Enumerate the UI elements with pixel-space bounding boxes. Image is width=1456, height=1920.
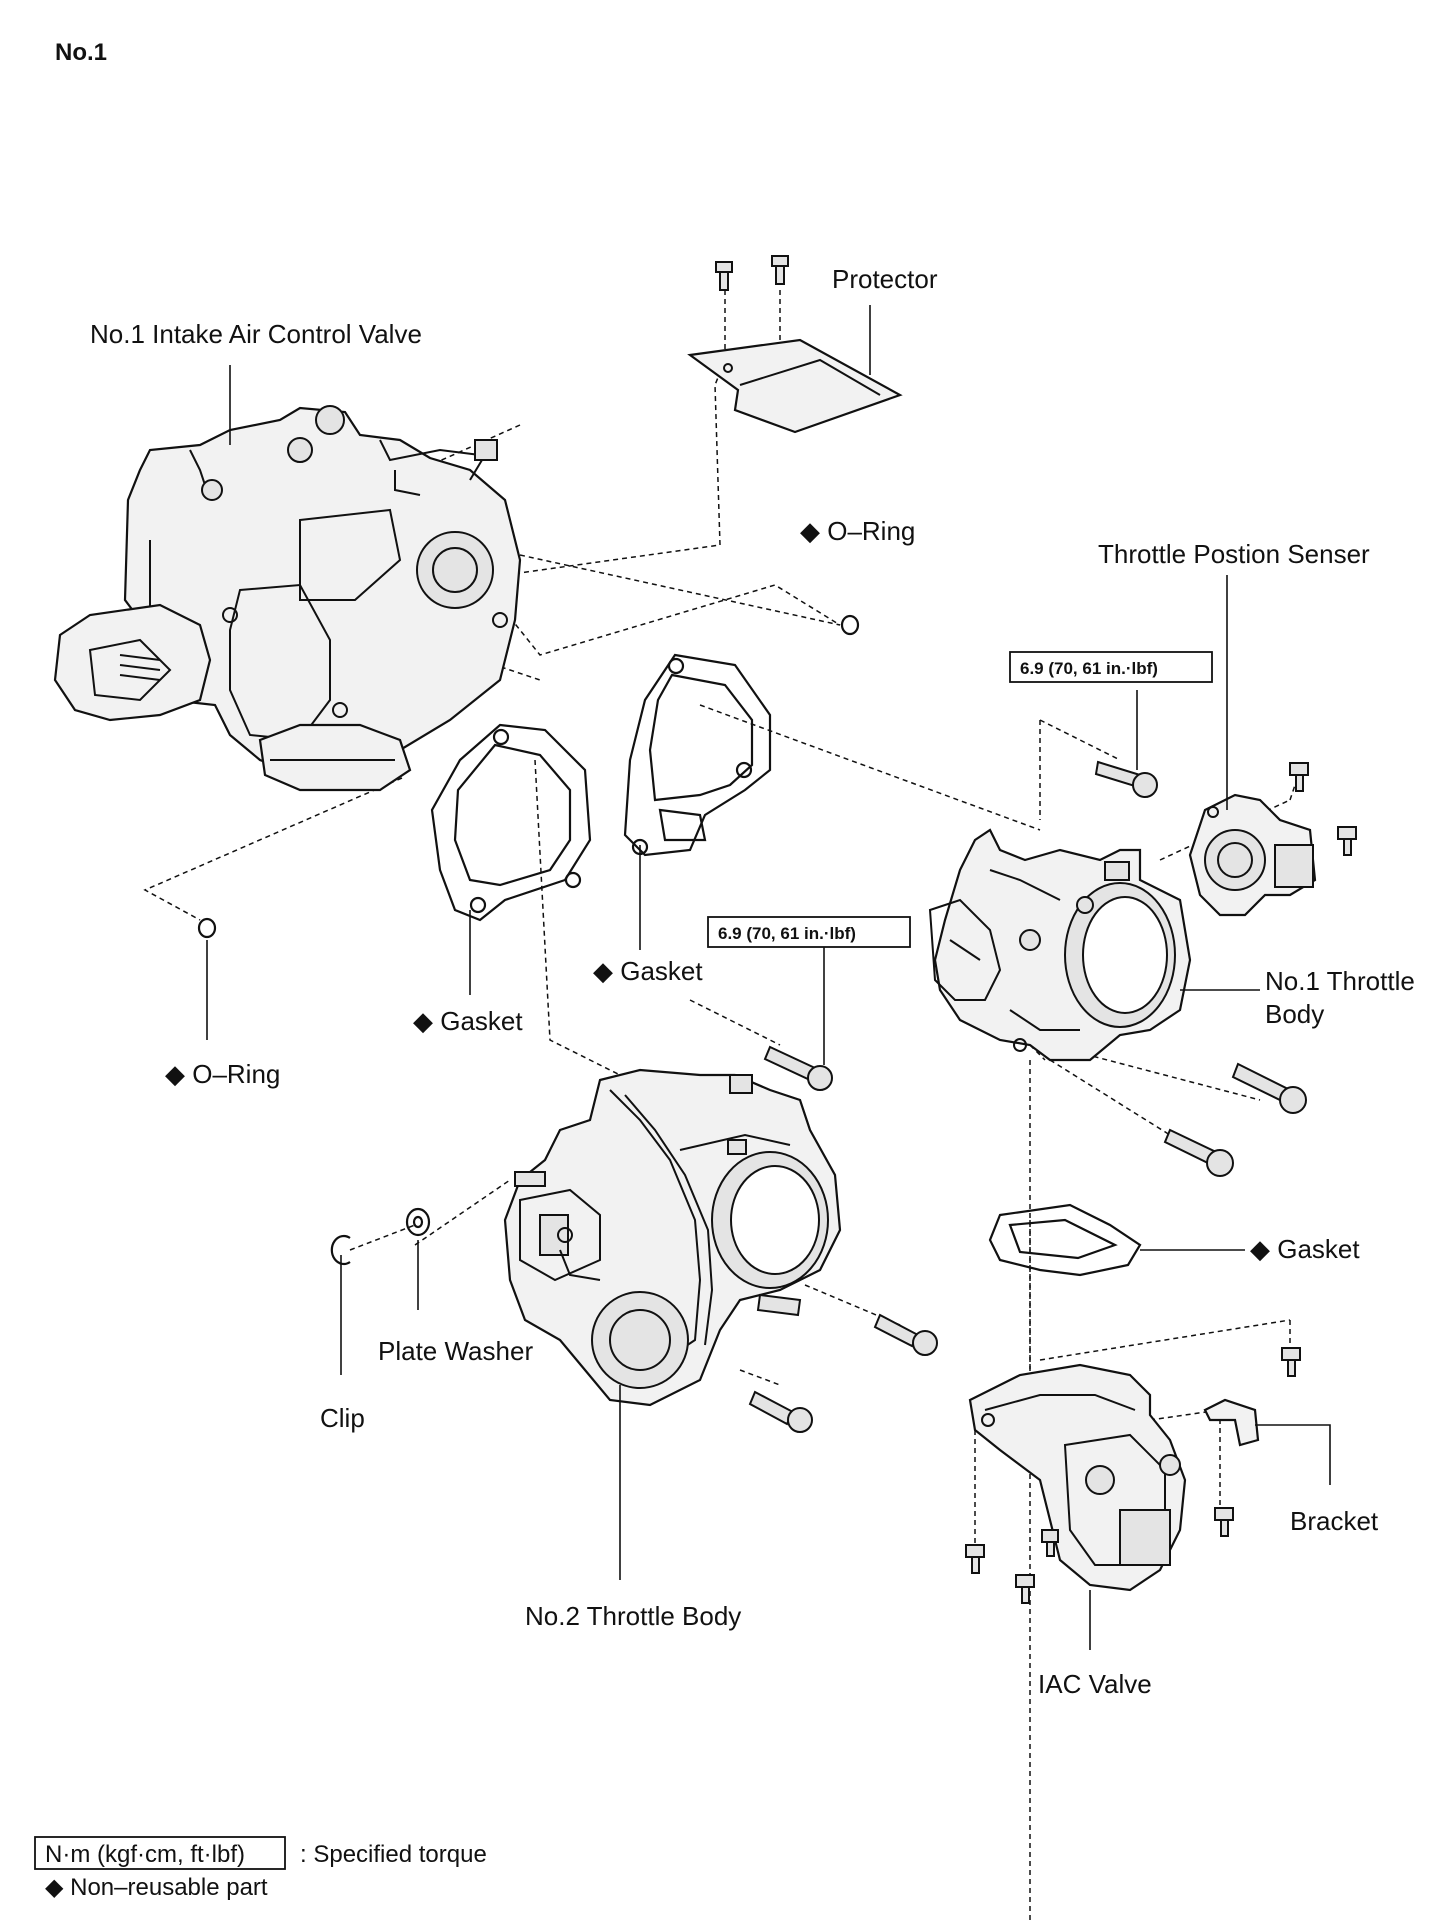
bolt-throttle-lower: [1163, 1128, 1234, 1177]
no1-throttle-body-part: [928, 828, 1192, 1062]
sensor-screw-lower: [1337, 826, 1357, 856]
label-plate-washer: Plate Washer: [378, 1336, 533, 1366]
iac-screw-bottom: [1015, 1574, 1035, 1604]
legend: N·m (kgf·cm, ft·lbf) : Specified torque …: [34, 1836, 487, 1901]
label-bracket: Bracket: [1290, 1506, 1379, 1536]
bolt-throttle-right: [1231, 1062, 1307, 1114]
gasket-left-part: [430, 723, 592, 922]
label-gasket-middle: ◆ Gasket: [593, 956, 703, 986]
torque-box-no2-bolt: 6.9 (70, 61 in.·lbf): [707, 916, 911, 948]
label-throttle-position-sensor: Throttle Postion Senser: [1098, 539, 1370, 569]
throttle-position-sensor-part: [1188, 793, 1317, 917]
label-o-ring-left: ◆ O–Ring: [165, 1059, 280, 1089]
label-o-ring-top: ◆ O–Ring: [800, 516, 915, 546]
label-gasket-right: ◆ Gasket: [1250, 1234, 1360, 1264]
no2-throttle-body-part: [503, 1068, 842, 1407]
legend-torque-unit: N·m (kgf·cm, ft·lbf): [45, 1841, 245, 1868]
torque-box-sensor-bolt: 6.9 (70, 61 in.·lbf): [1009, 651, 1213, 683]
bolt-throttle-top: [1094, 760, 1158, 798]
iac-valve-part: [968, 1363, 1187, 1592]
torque-no2-body-bolt: 6.9 (70, 61 in.·lbf): [718, 924, 856, 943]
label-no2-throttle-body: No.2 Throttle Body: [525, 1601, 741, 1631]
label-protector: Protector: [832, 264, 938, 294]
page-title: No.1: [55, 39, 107, 66]
bolt-no2-top: [763, 1045, 833, 1091]
label-no1-throttle-body-line1: No.1 Throttle: [1265, 966, 1415, 996]
sensor-screw-upper: [1289, 762, 1309, 792]
label-intake-air-control-valve: No.1 Intake Air Control Valve: [90, 319, 422, 349]
o-ring-top-part: [840, 614, 860, 636]
plate-washer-part: [405, 1207, 431, 1237]
leader-lines: [206, 305, 1331, 1650]
iac-screw-middle: [1041, 1529, 1059, 1557]
protector-bolt-left: [715, 261, 733, 291]
label-no1-throttle-body-line2: Body: [1265, 999, 1324, 1029]
stud-no2-left: [514, 1171, 546, 1187]
bracket-part: [1203, 1398, 1260, 1447]
intake-air-control-valve-part: [53, 405, 522, 792]
o-ring-left-part: [197, 917, 217, 939]
legend-non-reusable: ◆ Non–reusable part: [45, 1874, 268, 1901]
iac-screw-top: [1281, 1347, 1301, 1377]
label-gasket-left: ◆ Gasket: [413, 1006, 523, 1036]
torque-sensor-bolt: 6.9 (70, 61 in.·lbf): [1020, 659, 1158, 678]
clip-part: [330, 1234, 351, 1266]
protector-part: [687, 338, 903, 434]
iac-screw-right: [1214, 1507, 1234, 1537]
bolt-no2-right: [873, 1313, 938, 1356]
bolt-no2-lower: [748, 1390, 813, 1433]
label-iac-valve: IAC Valve: [1038, 1669, 1152, 1699]
gasket-middle-part: [623, 653, 772, 857]
protector-bolt-right: [771, 255, 789, 285]
legend-torque-desc: : Specified torque: [300, 1841, 487, 1868]
label-clip: Clip: [320, 1403, 365, 1433]
gasket-right-part: [988, 1203, 1142, 1277]
iac-screw-left: [965, 1544, 985, 1574]
